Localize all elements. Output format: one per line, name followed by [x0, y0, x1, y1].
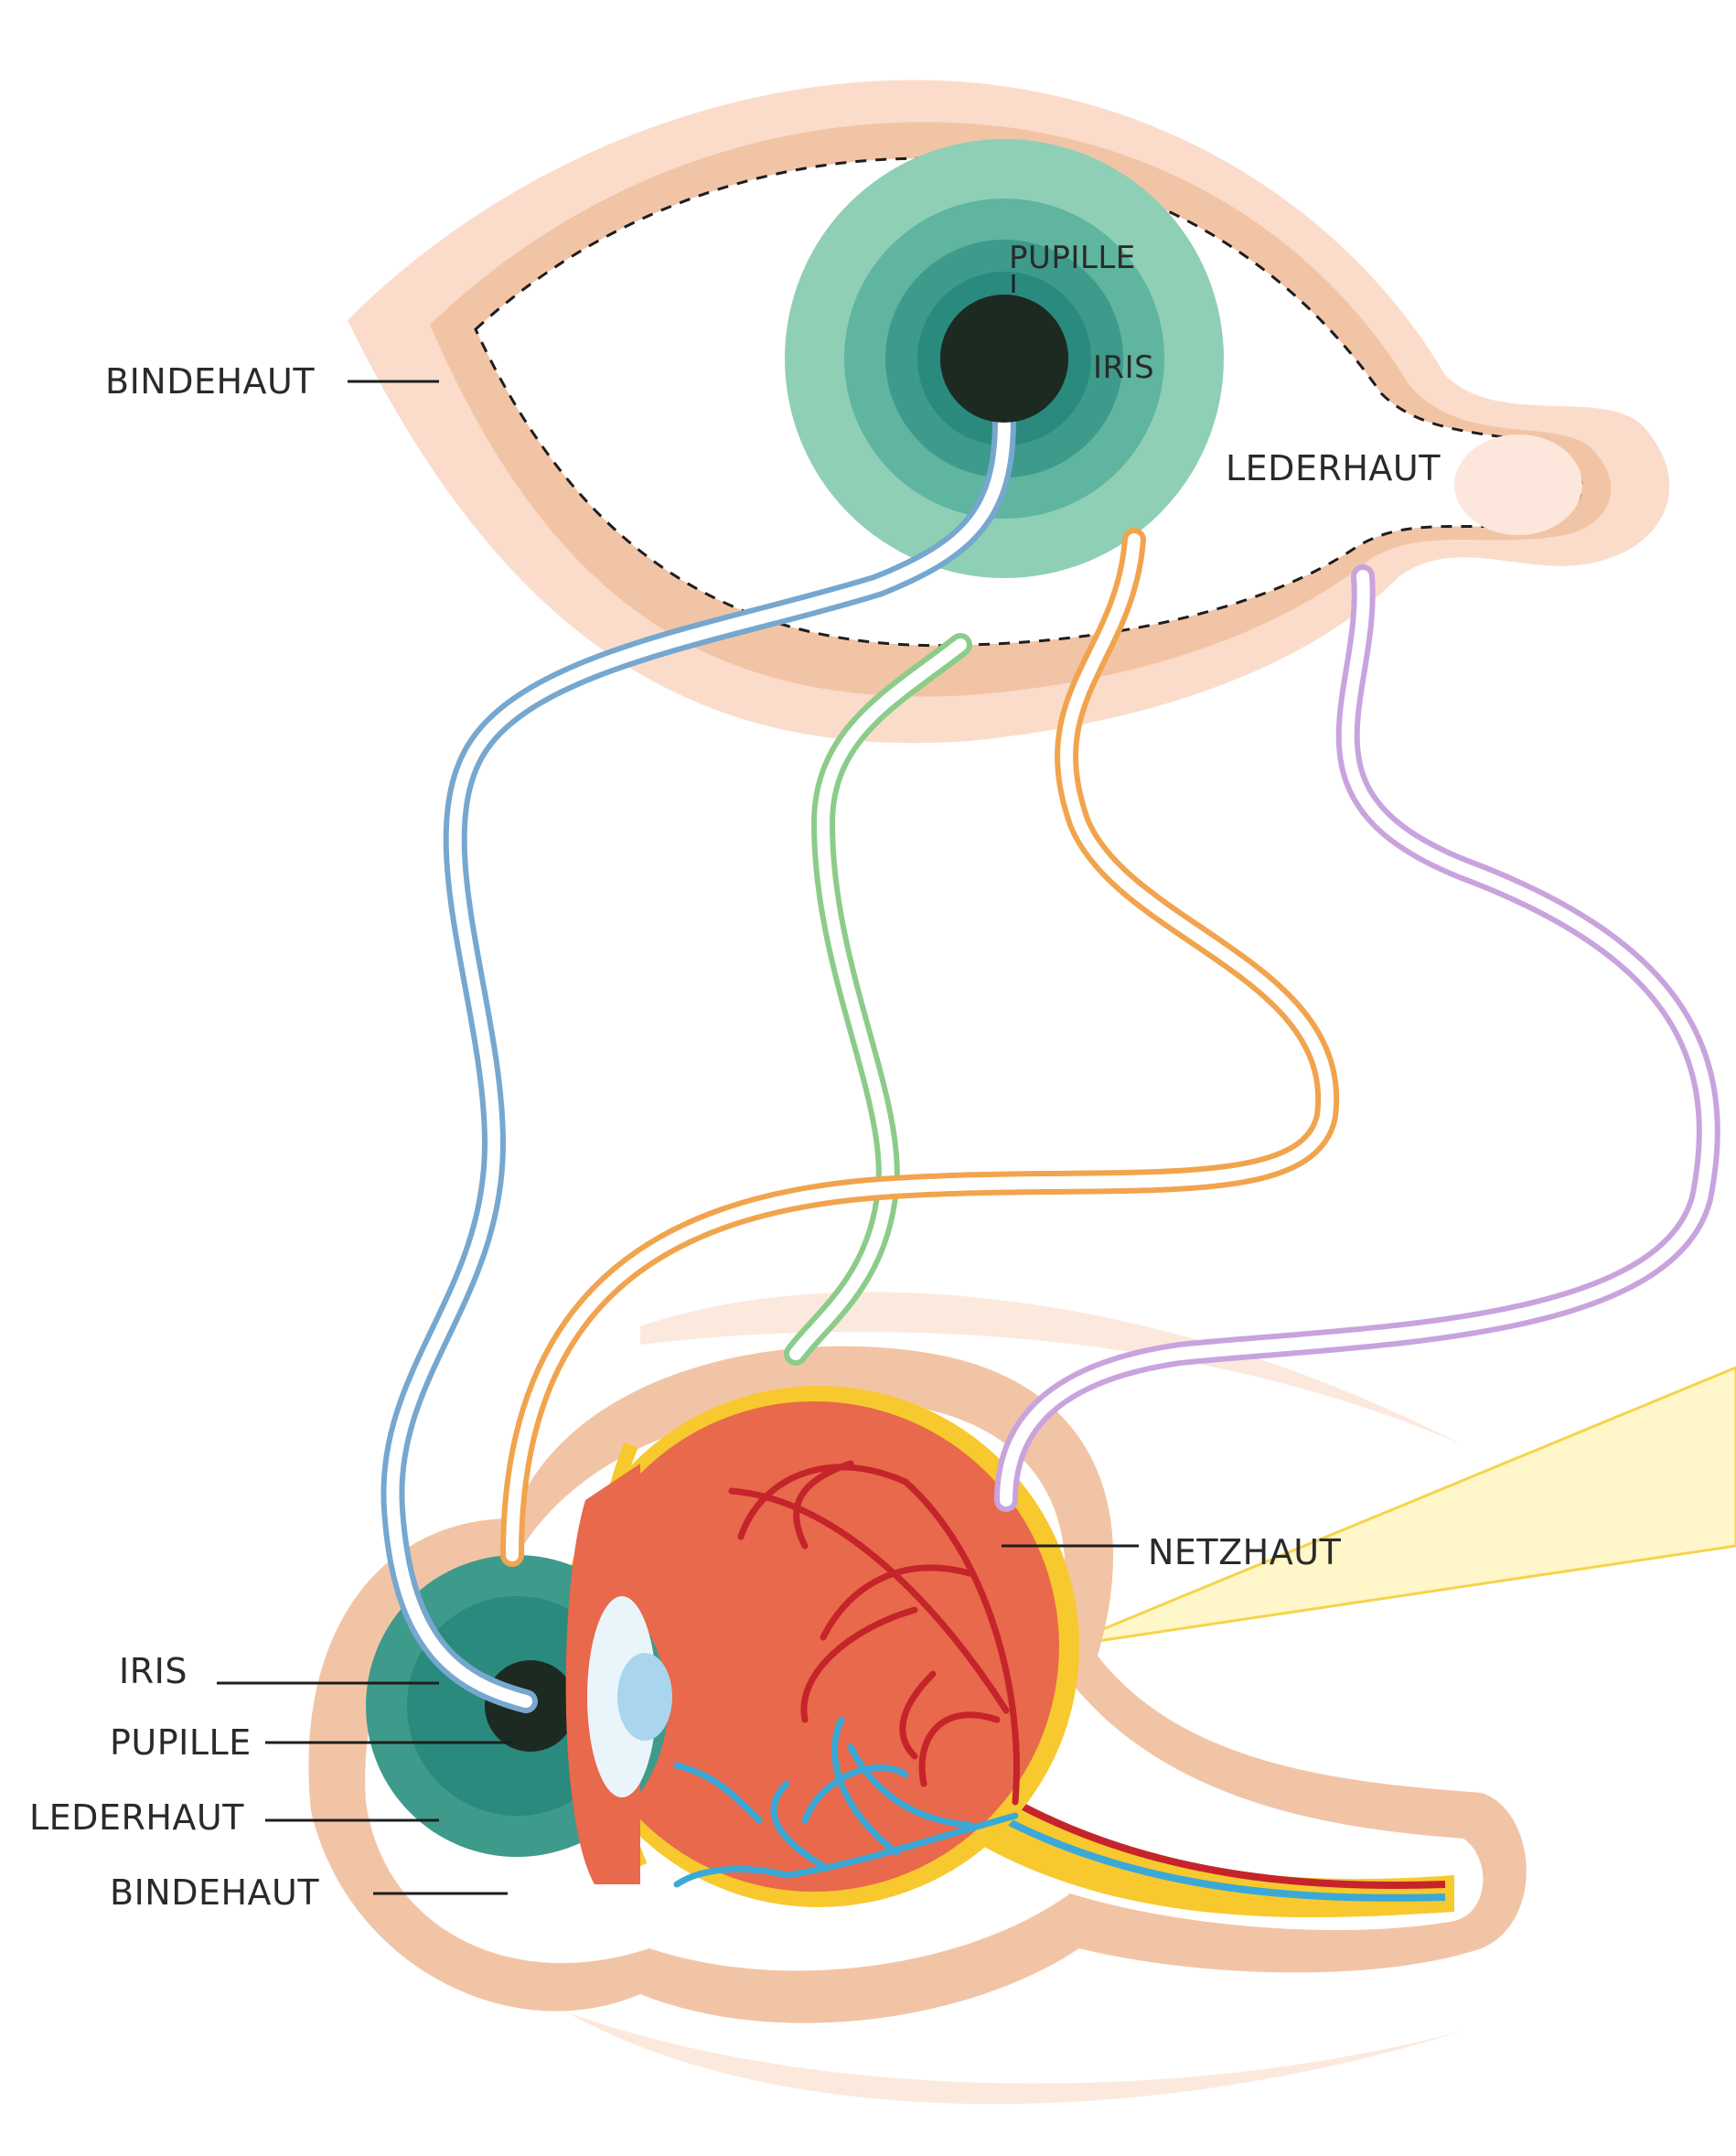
label-cs-iris: IRIS	[119, 1651, 188, 1691]
label-cs-netzhaut: NETZHAUT	[1148, 1532, 1342, 1572]
frontal-pupil-overlay	[940, 295, 1068, 423]
label-cs-bindehaut: BINDEHAUT	[110, 1872, 319, 1913]
label-top-iris: IRIS	[1093, 349, 1154, 386]
label-cs-pupille: PUPILLE	[110, 1722, 252, 1763]
orbit-background-lower	[567, 2012, 1463, 2104]
label-top-bindehaut: BINDEHAUT	[105, 361, 315, 402]
green-connector	[796, 645, 960, 1354]
lens-core	[617, 1653, 672, 1741]
caruncle	[1454, 434, 1582, 535]
label-top-lederhaut: LEDERHAUT	[1226, 448, 1441, 488]
light-beam	[1061, 1368, 1736, 1646]
label-cs-lederhaut: LEDERHAUT	[29, 1797, 244, 1838]
label-top-pupille: PUPILLE	[1009, 240, 1136, 276]
